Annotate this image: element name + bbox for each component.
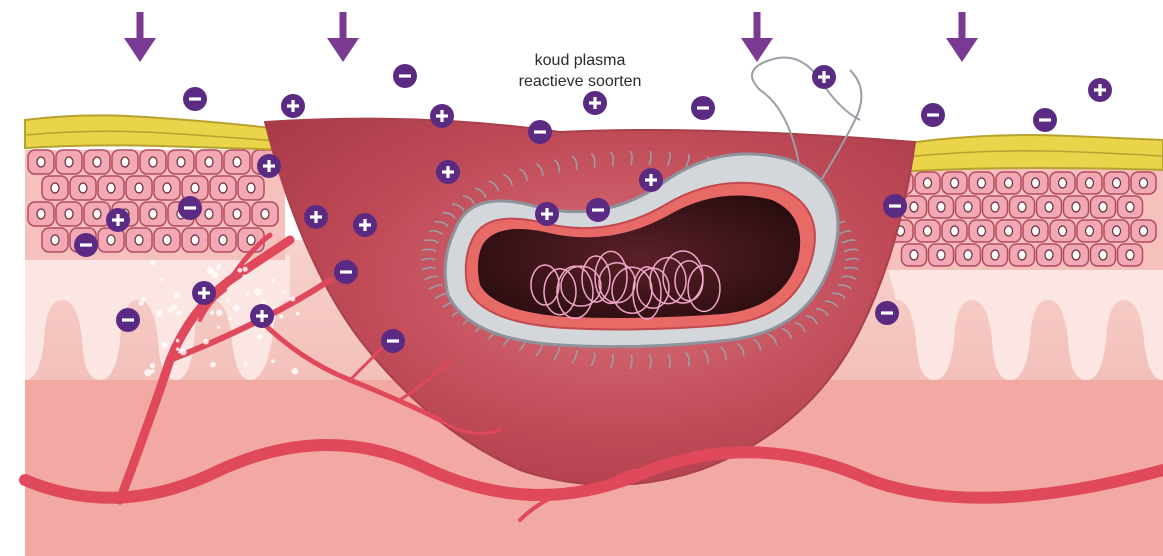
arrow-down-icon (124, 12, 156, 62)
plus-ion-icon (535, 202, 559, 226)
epidermis-right (885, 135, 1163, 270)
arrow-down-icon (327, 12, 359, 62)
plus-ion-icon (812, 65, 836, 89)
minus-ion-icon (74, 233, 98, 257)
caption-line-1: koud plasma (470, 50, 690, 71)
arrow-down-icon (741, 12, 773, 62)
minus-ion-icon (1033, 108, 1057, 132)
plus-ion-icon (304, 205, 328, 229)
plus-ion-icon (257, 154, 281, 178)
plasma-caption: koud plasma reactieve soorten (470, 50, 690, 92)
plus-ion-icon (436, 160, 460, 184)
plus-ion-icon (1088, 78, 1112, 102)
plus-ion-icon (353, 213, 377, 237)
minus-ion-icon (183, 87, 207, 111)
plus-ion-icon (281, 94, 305, 118)
minus-ion-icon (381, 329, 405, 353)
plus-ion-icon (192, 281, 216, 305)
minus-ion-icon (393, 64, 417, 88)
minus-ion-icon (883, 194, 907, 218)
minus-ion-icon (586, 198, 610, 222)
minus-ion-icon (691, 96, 715, 120)
plus-ion-icon (430, 104, 454, 128)
epidermis-left (25, 115, 290, 260)
bacterium (421, 58, 861, 369)
minus-ion-icon (921, 103, 945, 127)
plus-ion-icon (250, 304, 274, 328)
caption-line-2: reactieve soorten (470, 71, 690, 92)
minus-ion-icon (178, 196, 202, 220)
plus-ion-icon (639, 168, 663, 192)
minus-ion-icon (528, 120, 552, 144)
minus-ion-icon (875, 301, 899, 325)
minus-ion-icon (334, 260, 358, 284)
arrow-down-icon (946, 12, 978, 62)
plus-ion-icon (106, 208, 130, 232)
plus-ion-icon (583, 91, 607, 115)
minus-ion-icon (116, 308, 140, 332)
